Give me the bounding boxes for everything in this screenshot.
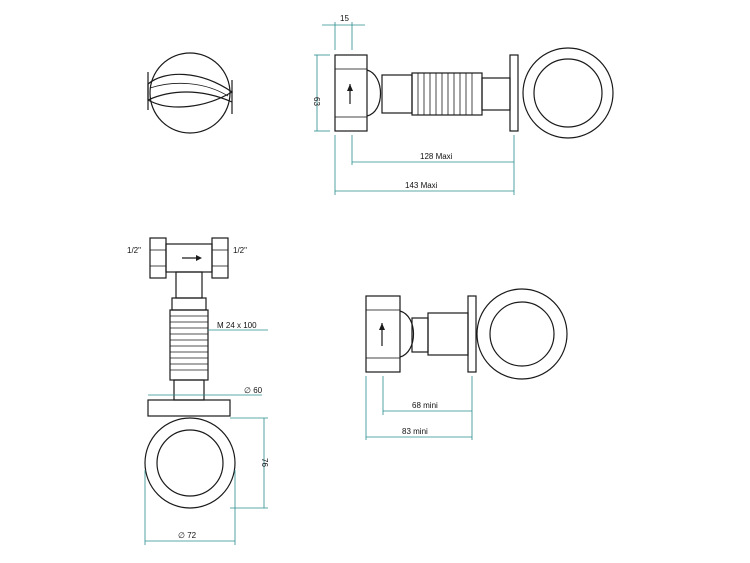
dim-dia-60: ∅ 60 (244, 386, 263, 395)
dim-15: 15 (340, 14, 349, 23)
thread-left-label: 1/2" (127, 246, 141, 255)
dim-128-maxi: 128 Maxi (420, 152, 453, 161)
valve-front-view (144, 237, 236, 509)
dim-76: 76 (260, 458, 269, 467)
thread-right-label: 1/2" (233, 246, 247, 255)
dim-68-mini: 68 mini (412, 401, 438, 410)
dim-dia-72: ∅ 72 (178, 531, 197, 540)
dim-143-maxi: 143 Maxi (405, 181, 438, 190)
dim-63: 63 (312, 97, 321, 106)
valve-side-view-min (365, 288, 568, 380)
dims-bottom-right: 68 mini 83 mini (365, 376, 473, 440)
dims-bottom-left: 1/2" 1/2" M 24 x 100 ∅ 60 76 ∅ 72 (127, 246, 269, 545)
dim-83-mini: 83 mini (402, 427, 428, 436)
dim-m24x100: M 24 x 100 (217, 321, 257, 330)
valve-side-view-max (334, 47, 614, 139)
dims-top-right: 15 63 128 Maxi 143 Maxi (312, 14, 515, 195)
knob-top-view (147, 52, 234, 134)
